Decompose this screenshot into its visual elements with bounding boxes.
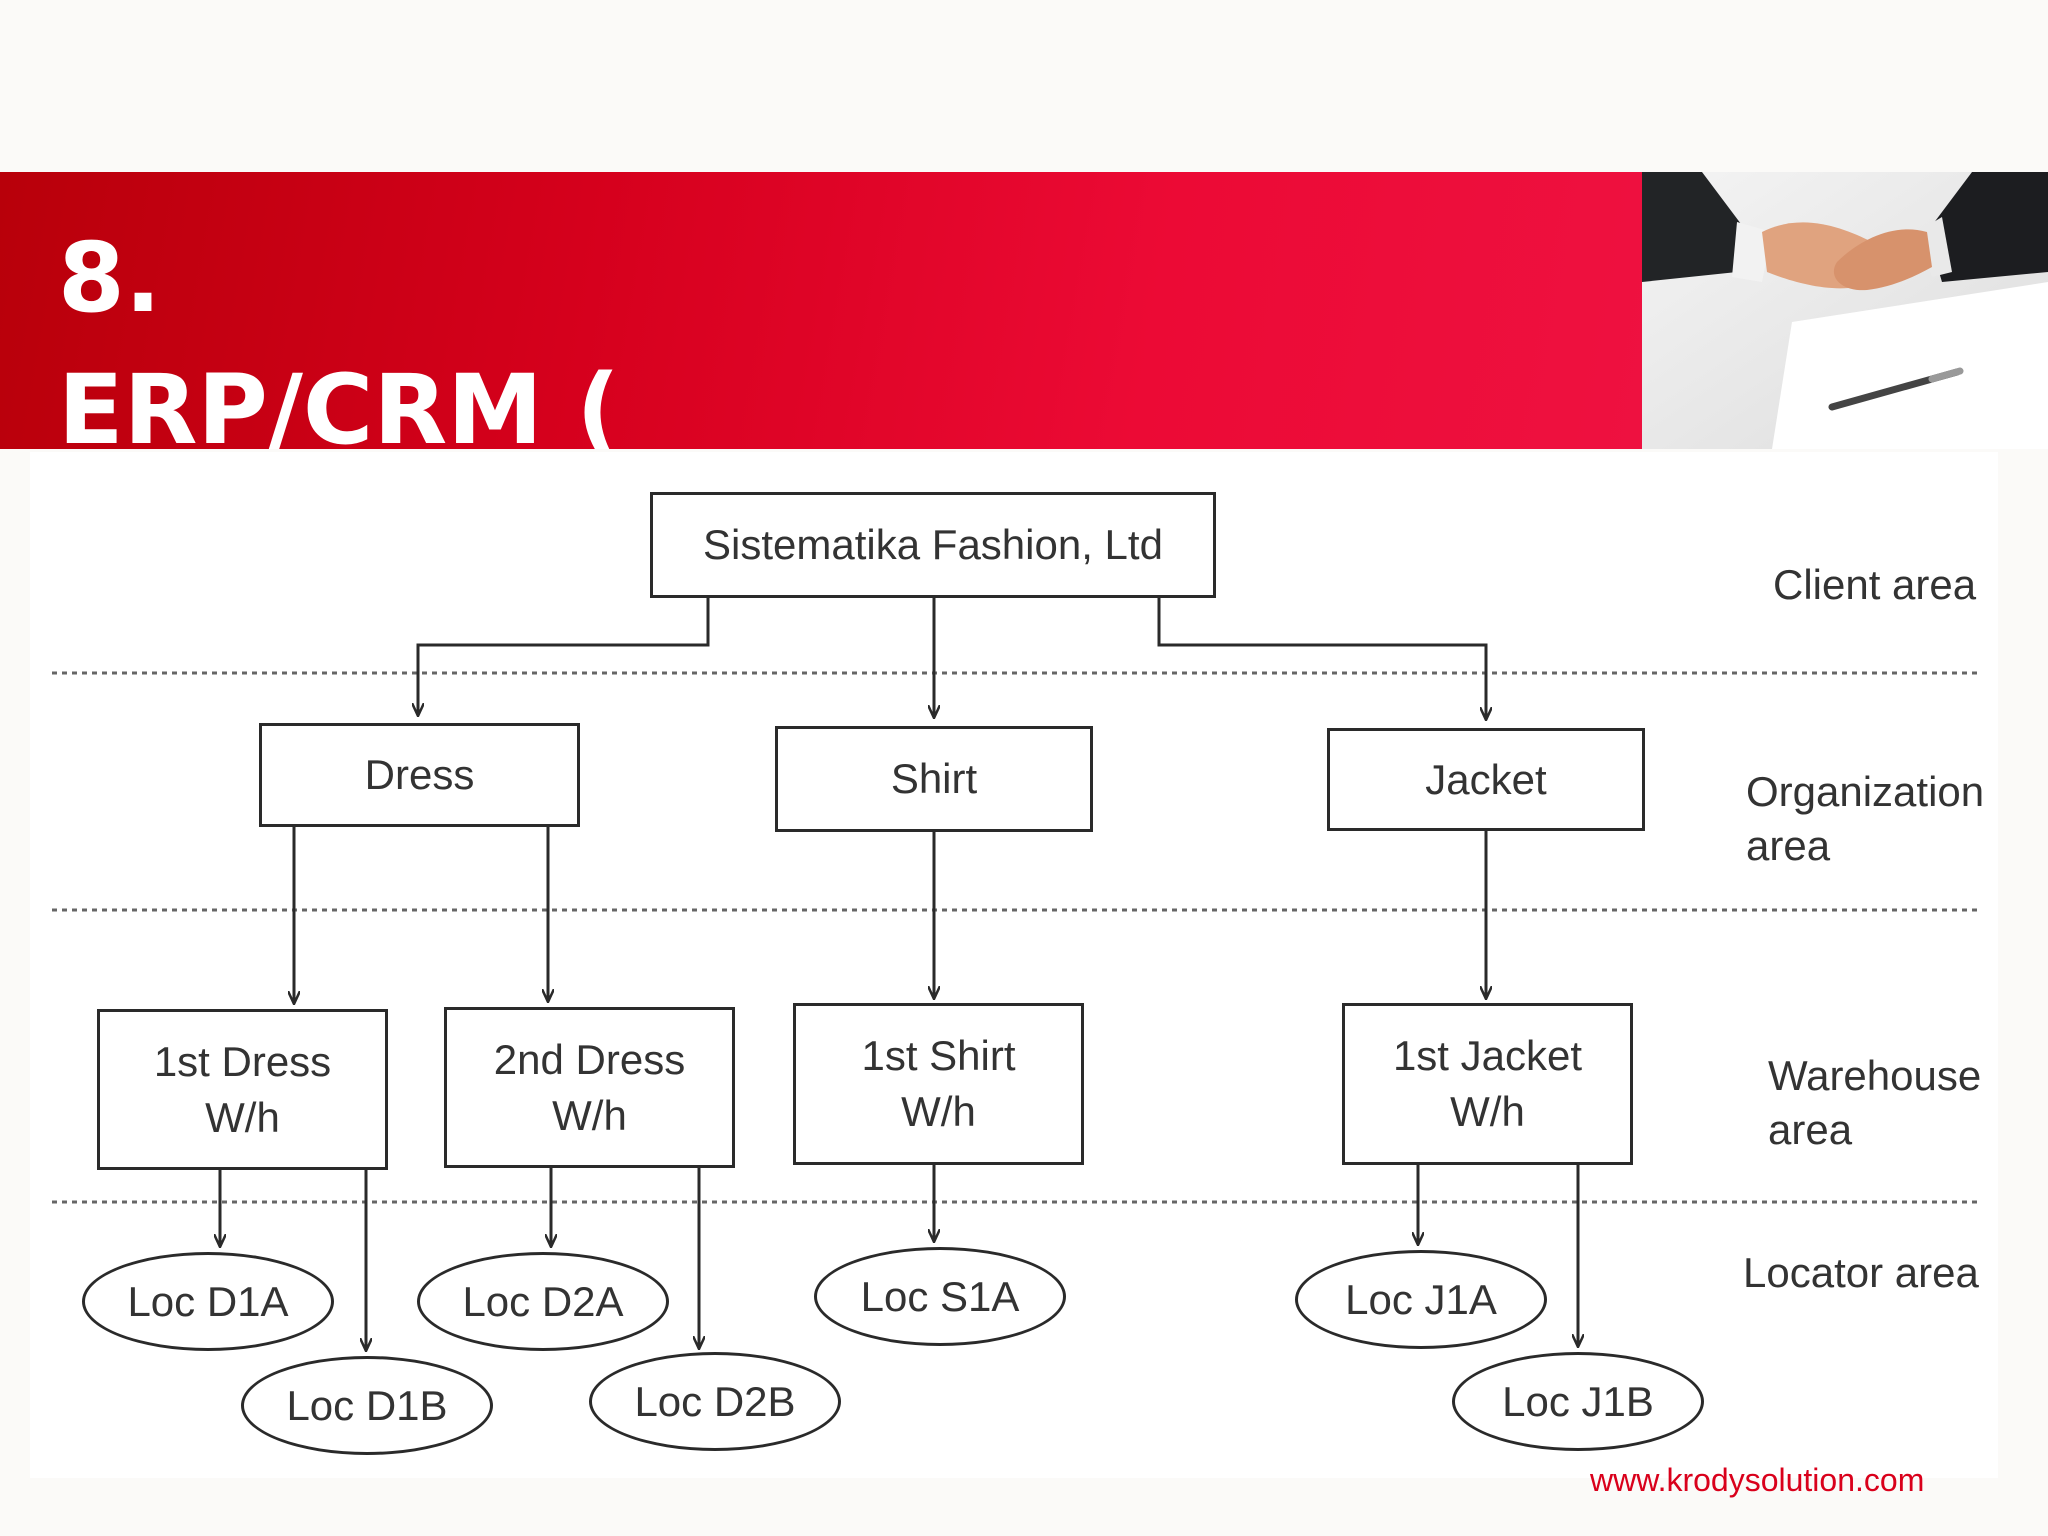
warehouse-node-shirt-1: 1st Shirt W/h: [793, 1003, 1084, 1165]
diagram-connectors: [52, 596, 1980, 1478]
locator-node-j1a: Loc J1A: [1295, 1250, 1547, 1349]
org-node-jacket: Jacket: [1327, 728, 1645, 831]
warehouse-node-dress-1: 1st Dress W/h: [97, 1009, 388, 1170]
root-node: Sistematika Fashion, Ltd: [650, 492, 1216, 598]
org-structure-diagram: Sistematika Fashion, Ltd Dress Shirt Jac…: [30, 452, 1998, 1478]
locator-node-d1a: Loc D1A: [82, 1252, 334, 1351]
area-label-organization: Organization area: [1746, 768, 1985, 869]
handshake-photo: [1642, 172, 2048, 449]
connector-root-dress: [418, 596, 710, 716]
area-label-warehouse: Warehouse area: [1768, 1052, 1982, 1153]
area-label-locator: Locator area: [1743, 1249, 1979, 1296]
locator-node-d1b: Loc D1B: [241, 1356, 493, 1455]
title-banner: 8. ERP/CRM (: [0, 172, 1642, 449]
footer-website-link[interactable]: www.krodysolution.com: [1590, 1462, 1925, 1498]
slide-title: 8. ERP/CRM (: [58, 222, 621, 449]
connector-root-jacket: [1157, 596, 1486, 720]
org-node-dress: Dress: [259, 723, 580, 827]
locator-node-j1b: Loc J1B: [1452, 1352, 1704, 1451]
handshake-image: [1642, 172, 2048, 449]
locator-node-s1a: Loc S1A: [814, 1247, 1066, 1346]
area-label-client: Client area: [1773, 561, 1977, 608]
org-node-shirt: Shirt: [775, 726, 1093, 832]
locator-node-d2a: Loc D2A: [417, 1252, 669, 1351]
area-divider-lines: [52, 671, 1980, 1204]
locator-node-d2b: Loc D2B: [589, 1352, 841, 1451]
warehouse-node-jacket-1: 1st Jacket W/h: [1342, 1003, 1633, 1165]
warehouse-node-dress-2: 2nd Dress W/h: [444, 1007, 735, 1168]
